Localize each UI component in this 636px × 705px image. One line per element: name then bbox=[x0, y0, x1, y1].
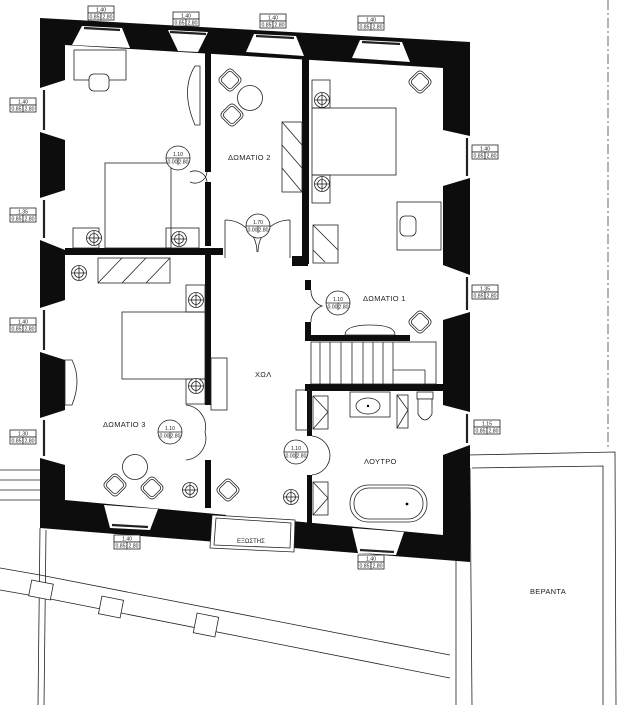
room-label-room3: ΔΩΜΑΤΙΟ 3 bbox=[103, 420, 146, 429]
window-sill: 0.85 bbox=[11, 439, 21, 445]
staircase bbox=[310, 341, 437, 385]
interior-walls bbox=[65, 48, 443, 525]
door-width: 1.70 bbox=[253, 220, 263, 226]
door-width: 1.10 bbox=[291, 446, 301, 452]
window-sill: 0.85 bbox=[475, 429, 485, 435]
window-sill: 0.85 bbox=[11, 107, 21, 113]
door-height: 2.80 bbox=[258, 228, 268, 234]
window-width: 1.40 bbox=[366, 18, 376, 24]
window-height: 2.80 bbox=[488, 429, 498, 435]
room-label-veranda: ΒΕΡΑΝΤΑ bbox=[530, 587, 566, 596]
room-label-room1: ΔΩΜΑΤΙΟ 1 bbox=[363, 294, 406, 303]
window-width: 1.35 bbox=[480, 287, 490, 293]
window-height: 2.80 bbox=[486, 154, 496, 160]
balcony: ΕΞΩΣΤΗΣ bbox=[209, 514, 296, 553]
door-width: 1.10 bbox=[173, 152, 183, 158]
window-sill: 0.85 bbox=[473, 294, 483, 300]
window-sill: 0.85 bbox=[89, 15, 99, 21]
site-lines bbox=[0, 0, 609, 705]
door-height: 2.80 bbox=[178, 160, 188, 166]
window-sill: 0.85 bbox=[11, 327, 21, 333]
window-height: 2.80 bbox=[24, 439, 34, 445]
window-width: 1.40 bbox=[18, 100, 28, 106]
window-sill: 0.85 bbox=[115, 544, 125, 550]
door-sill: 0.00 bbox=[167, 160, 177, 166]
window-sill: 0.85 bbox=[473, 154, 483, 160]
door-height: 2.80 bbox=[170, 434, 180, 440]
furniture bbox=[64, 49, 442, 523]
window-sill: 0.85 bbox=[11, 217, 21, 223]
door-height: 2.80 bbox=[296, 454, 306, 460]
window-width: 1.40 bbox=[18, 320, 28, 326]
window-height: 2.80 bbox=[274, 23, 284, 29]
door-width: 1.10 bbox=[333, 297, 343, 303]
door-height: 2.80 bbox=[338, 305, 348, 311]
door-sill: 0.00 bbox=[247, 228, 257, 234]
window-height: 2.80 bbox=[24, 217, 34, 223]
window-sill: 0.85 bbox=[174, 21, 184, 27]
exterior-walls bbox=[40, 18, 470, 562]
window-height: 2.80 bbox=[24, 107, 34, 113]
door-sill: 0.00 bbox=[159, 434, 169, 440]
window-width: 1.40 bbox=[96, 8, 106, 14]
room-label-balcony: ΕΞΩΣΤΗΣ bbox=[237, 539, 265, 545]
window-width: 1.40 bbox=[268, 16, 278, 22]
window-width: 1.40 bbox=[181, 14, 191, 20]
window-width: 1.40 bbox=[366, 557, 376, 563]
window-width: 1.30 bbox=[18, 432, 28, 438]
window-width: 1.40 bbox=[480, 147, 490, 153]
window-height: 2.80 bbox=[486, 294, 496, 300]
door-sill: 0.00 bbox=[327, 305, 337, 311]
window-width: 1.15 bbox=[482, 422, 492, 428]
window-height: 2.80 bbox=[372, 25, 382, 31]
window-height: 2.80 bbox=[102, 15, 112, 21]
doors bbox=[185, 170, 331, 476]
window-height: 2.80 bbox=[24, 327, 34, 333]
window-height: 2.80 bbox=[187, 21, 197, 27]
window-sill: 0.85 bbox=[359, 564, 369, 570]
window-sill: 0.85 bbox=[261, 23, 271, 29]
window-width: 1.40 bbox=[122, 537, 132, 543]
veranda: ΒΕΡΑΝΤΑ bbox=[455, 451, 617, 705]
window-height: 2.80 bbox=[128, 544, 138, 550]
room-label-room2: ΔΩΜΑΤΙΟ 2 bbox=[228, 153, 271, 162]
door-width: 1.10 bbox=[165, 426, 175, 432]
window-width: 1.35 bbox=[18, 210, 28, 216]
room-label-bath: ΛΟΥΤΡΟ bbox=[364, 457, 397, 466]
door-sill: 0.00 bbox=[285, 454, 295, 460]
window-height: 2.80 bbox=[372, 564, 382, 570]
window-sill: 0.85 bbox=[359, 25, 369, 31]
room-label-hall: ΧΩΛ bbox=[255, 370, 272, 379]
